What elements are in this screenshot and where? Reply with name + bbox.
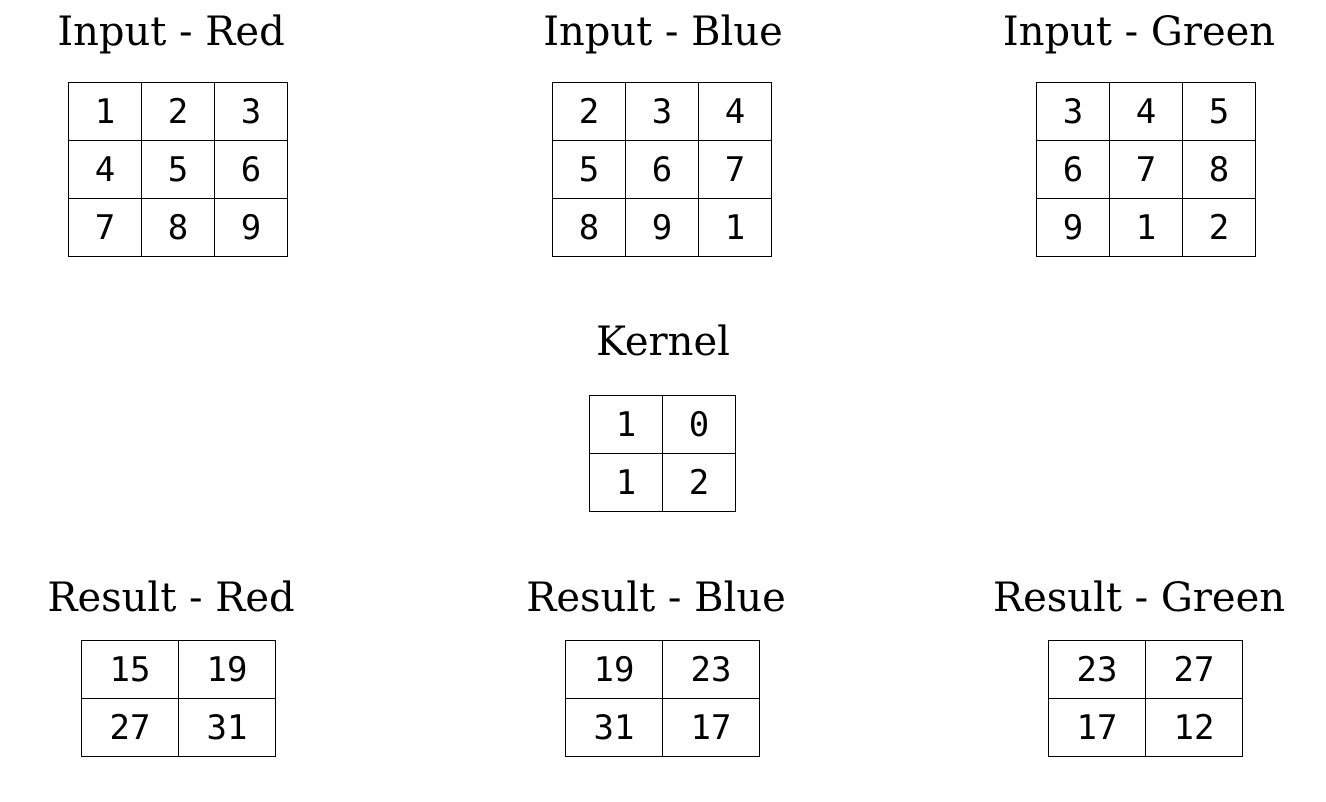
matrix-cell: 2	[552, 82, 626, 141]
matrix-cell: 27	[81, 698, 179, 757]
matrix-cell: 31	[178, 698, 276, 757]
matrix-cell: 2	[141, 82, 215, 141]
result-red-title: Result - Red	[47, 575, 295, 621]
matrix-cell: 27	[1145, 640, 1243, 699]
matrix-cell: 5	[141, 140, 215, 199]
matrix-cell: 7	[698, 140, 772, 199]
matrix-cell: 4	[68, 140, 142, 199]
matrix-cell: 4	[698, 82, 772, 141]
matrix-cell: 19	[178, 640, 276, 699]
matrix-cell: 6	[625, 140, 699, 199]
matrix-cell: 4	[1109, 82, 1183, 141]
matrix-cell: 0	[662, 395, 736, 454]
matrix-cell: 31	[565, 698, 663, 757]
matrix-cell: 9	[214, 198, 288, 257]
matrix-cell: 2	[662, 453, 736, 512]
matrix-cell: 8	[552, 198, 626, 257]
result-green-title: Result - Green	[992, 575, 1286, 621]
matrix-cell: 17	[662, 698, 760, 757]
matrix-cell: 9	[625, 198, 699, 257]
input-green-title: Input - Green	[1002, 9, 1276, 55]
matrix-cell: 15	[81, 640, 179, 699]
matrix-cell: 19	[565, 640, 663, 699]
matrix-cell: 12	[1145, 698, 1243, 757]
matrix-cell: 1	[1109, 198, 1183, 257]
matrix-cell: 1	[698, 198, 772, 257]
matrix-cell: 8	[141, 198, 215, 257]
matrix-cell: 1	[68, 82, 142, 141]
matrix-cell: 7	[68, 198, 142, 257]
input-blue-title: Input - Blue	[543, 9, 783, 55]
matrix-cell: 5	[552, 140, 626, 199]
matrix-cell: 1	[589, 395, 663, 454]
matrix-cell: 3	[1036, 82, 1110, 141]
matrix-cell: 9	[1036, 198, 1110, 257]
matrix-cell: 2	[1182, 198, 1256, 257]
matrix-cell: 7	[1109, 140, 1183, 199]
matrix-cell: 23	[1048, 640, 1146, 699]
matrix-cell: 3	[214, 82, 288, 141]
input-red-title: Input - Red	[57, 9, 285, 55]
matrix-cell: 23	[662, 640, 760, 699]
matrix-cell: 6	[1036, 140, 1110, 199]
matrix-cell: 5	[1182, 82, 1256, 141]
matrix-cell: 3	[625, 82, 699, 141]
kernel-title: Kernel	[596, 319, 730, 365]
matrix-cell: 1	[589, 453, 663, 512]
result-blue-title: Result - Blue	[526, 575, 786, 621]
matrix-cell: 6	[214, 140, 288, 199]
matrix-cell: 8	[1182, 140, 1256, 199]
matrix-cell: 17	[1048, 698, 1146, 757]
